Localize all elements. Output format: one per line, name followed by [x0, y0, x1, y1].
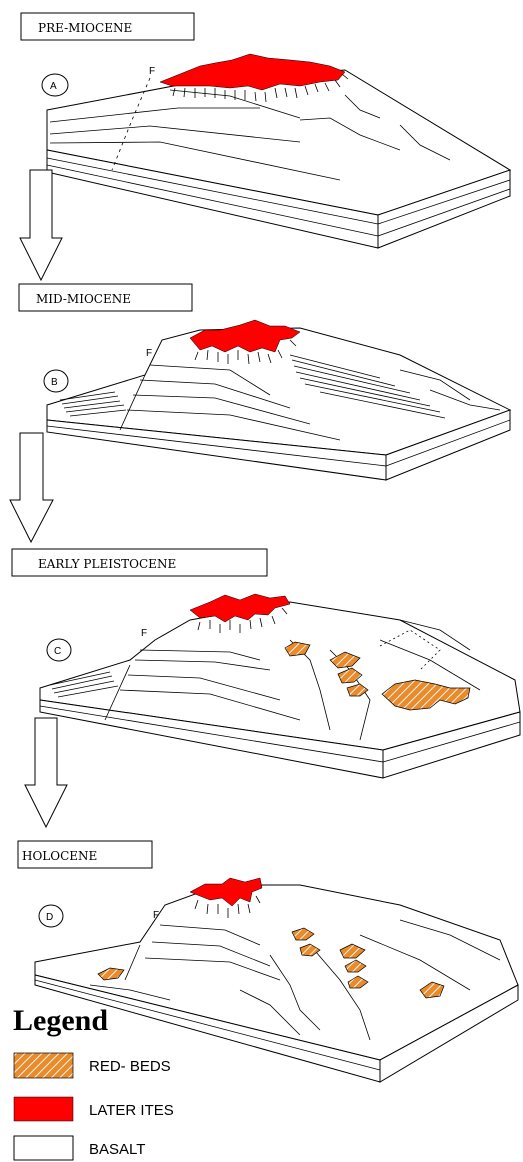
arrow-b-to-c — [10, 433, 53, 542]
stage-b: MID-MIOCENE B F — [19, 284, 510, 480]
legend-title: Legend — [13, 1004, 108, 1037]
legend-label-basalt: BASALT — [89, 1141, 145, 1158]
legend-swatch-basalt — [14, 1136, 73, 1160]
era-label-d: HOLOCENE — [22, 849, 97, 863]
panel-letter-b: B — [51, 377, 58, 388]
fault-label-a: F — [149, 66, 155, 77]
stage-a: PRE-MIOCENE A F — [21, 13, 510, 248]
block-diagram-d: F — [35, 878, 518, 1082]
legend: Legend RED- BEDS LATER ITES BASALT — [13, 1004, 174, 1160]
block-diagram-b: F — [47, 320, 510, 480]
arrow-c-to-d — [25, 718, 67, 827]
legend-swatch-red-beds — [14, 1053, 73, 1078]
arrow-a-to-b — [20, 170, 62, 280]
legend-label-laterites: LATER ITES — [89, 1102, 174, 1119]
fault-label-d: F — [153, 910, 159, 921]
era-label-a: PRE-MIOCENE — [38, 21, 132, 35]
panel-letter-d: D — [46, 912, 53, 923]
fault-label-c: F — [141, 628, 147, 639]
fault-label-b: F — [146, 348, 152, 359]
block-diagram-c: F — [40, 594, 520, 778]
stage-c: EARLY PLEISTOCENE C F — [12, 549, 520, 778]
era-label-b: MID-MIOCENE — [36, 292, 131, 306]
era-label-c: EARLY PLEISTOCENE — [38, 557, 176, 571]
stage-d: HOLOCENE D F — [18, 841, 518, 1082]
block-diagram-a: F — [47, 54, 510, 248]
panel-letter-a: A — [50, 81, 57, 92]
legend-swatch-laterites — [14, 1097, 73, 1121]
panel-letter-c: C — [54, 646, 61, 657]
legend-label-red-beds: RED- BEDS — [89, 1058, 171, 1075]
